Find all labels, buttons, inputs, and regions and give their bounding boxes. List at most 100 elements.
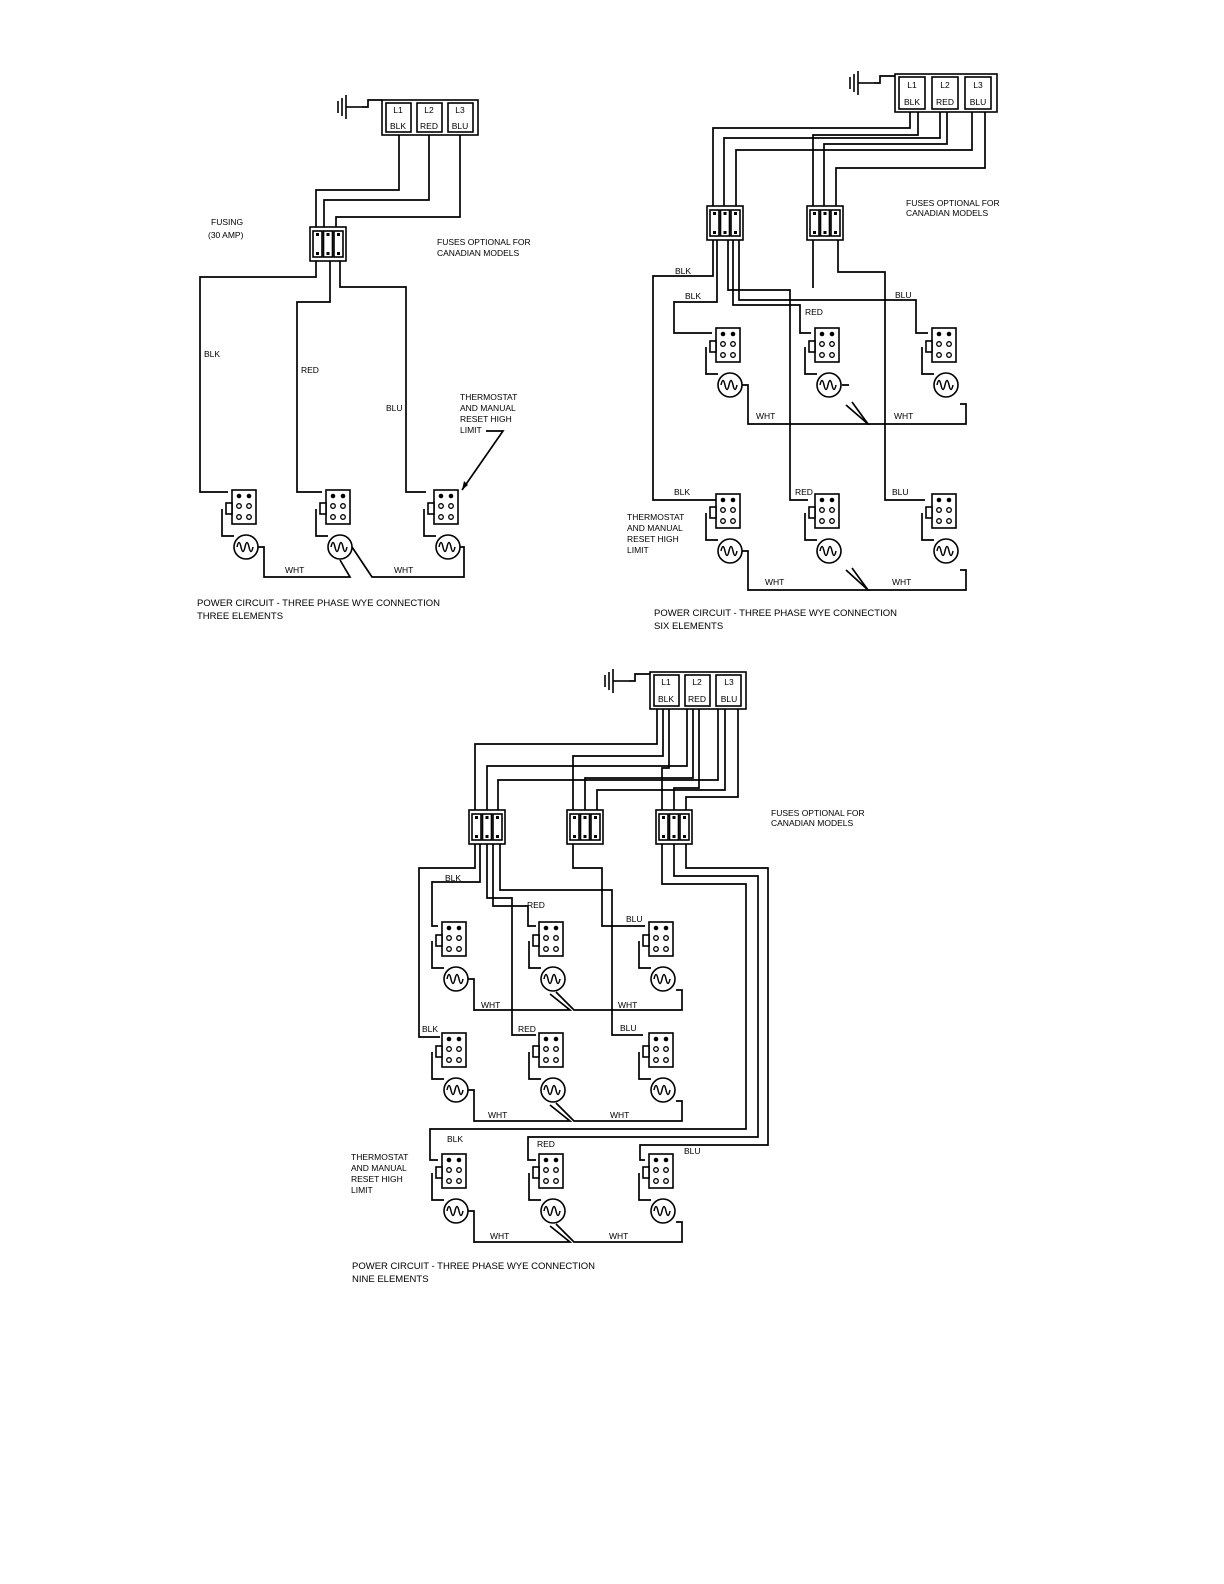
terminal-blk: BLK: [390, 121, 406, 131]
wire-label-blk: BLK: [422, 1024, 438, 1034]
wire-label-red: RED: [301, 365, 319, 375]
heater-unit: [638, 1032, 676, 1103]
ground-icon: [604, 668, 630, 694]
heater-unit: [528, 921, 566, 992]
heater-unit: [705, 327, 743, 398]
wire-label-wht: WHT: [488, 1110, 507, 1120]
fuse-block: [309, 226, 347, 262]
heater-unit: [528, 1153, 566, 1224]
wire-label-blk: BLK: [447, 1134, 463, 1144]
terminal-l2: L2: [940, 80, 950, 90]
caption: POWER CIRCUIT - THREE PHASE WYE CONNECTI…: [197, 598, 440, 609]
fuse-block: [655, 809, 693, 845]
heater-unit: [431, 1032, 469, 1103]
wire-label-wht: WHT: [892, 577, 911, 587]
wire-label-blu: BLU: [386, 403, 403, 413]
thermostat-note: RESET HIGH: [627, 534, 679, 544]
fusing-amp-label: (30 AMP): [208, 230, 244, 240]
wire-label-blk: BLK: [674, 487, 690, 497]
heater-unit: [221, 489, 259, 560]
fusing-label: FUSING: [211, 217, 243, 227]
wire-label-blu: BLU: [684, 1146, 701, 1156]
thermostat-note: LIMIT: [460, 425, 482, 435]
fuse-block: [706, 205, 744, 241]
heater-unit: [638, 921, 676, 992]
terminal-blk: BLK: [904, 97, 920, 107]
wire-label-wht: WHT: [765, 577, 784, 587]
thermostat-note: THERMOSTAT: [351, 1152, 408, 1162]
fuse-block: [806, 205, 844, 241]
terminal-l3: L3: [455, 105, 465, 115]
terminal-red: RED: [688, 694, 706, 704]
fuse-note: FUSES OPTIONAL FOR: [437, 237, 531, 247]
terminal-l2: L2: [424, 105, 434, 115]
caption: POWER CIRCUIT - THREE PHASE WYE CONNECTI…: [654, 608, 897, 619]
wire-label-wht: WHT: [610, 1110, 629, 1120]
thermostat-note: RESET HIGH: [460, 414, 512, 424]
caption-subtitle: NINE ELEMENTS: [352, 1274, 429, 1285]
heater-unit: [528, 1032, 566, 1103]
wire-label-red: RED: [518, 1024, 536, 1034]
terminal-blu: BLU: [970, 97, 987, 107]
terminal-red: RED: [420, 121, 438, 131]
fuse-note: FUSES OPTIONAL FOR: [906, 198, 1000, 208]
wire-label-wht: WHT: [481, 1000, 500, 1010]
ground-icon: [337, 94, 363, 120]
thermostat-note: LIMIT: [627, 545, 649, 555]
thermostat-note: THERMOSTAT: [627, 512, 684, 522]
wire-label-wht: WHT: [490, 1231, 509, 1241]
heater-unit: [638, 1153, 676, 1224]
fuse-block: [468, 809, 506, 845]
terminal-l1: L1: [393, 105, 403, 115]
heater-unit: [423, 489, 461, 560]
terminal-blu: BLU: [452, 121, 469, 131]
wire-label-blk: BLK: [685, 291, 701, 301]
terminal-block: L1 L2 L3 BLK RED BLU: [649, 671, 747, 710]
diagram-three-elements: L1 L2 L3 BLK RED BLU BLK RED BLU WHT WHT…: [197, 94, 531, 622]
fuse-note: CANADIAN MODELS: [906, 208, 989, 218]
diagram-six-elements: L1 L2 L3 BLK RED BLU BLK BLK RED: [627, 70, 1000, 632]
terminal-l3: L3: [973, 80, 983, 90]
caption-subtitle: THREE ELEMENTS: [197, 611, 283, 622]
wire-label-wht: WHT: [394, 565, 413, 575]
heater-unit: [315, 489, 353, 560]
terminal-red: RED: [936, 97, 954, 107]
thermostat-note: RESET HIGH: [351, 1174, 403, 1184]
heater-unit: [804, 493, 842, 564]
terminal-l3: L3: [724, 677, 734, 687]
wire-label-wht: WHT: [618, 1000, 637, 1010]
terminal-block: L1 L2 L3 BLK RED BLU: [894, 73, 998, 113]
wire-label-red: RED: [795, 487, 813, 497]
wire-label-blk: BLK: [204, 349, 220, 359]
wire-label-red: RED: [805, 307, 823, 317]
thermostat-note: THERMOSTAT: [460, 392, 517, 402]
wire-label-wht: WHT: [756, 411, 775, 421]
thermostat-note: LIMIT: [351, 1185, 373, 1195]
fuse-note: FUSES OPTIONAL FOR: [771, 808, 865, 818]
terminal-blk: BLK: [658, 694, 674, 704]
fuse-block: [566, 809, 604, 845]
wire-label-wht: WHT: [609, 1231, 628, 1241]
terminal-l2: L2: [692, 677, 702, 687]
thermostat-note: AND MANUAL: [460, 403, 516, 413]
wire-label-blu: BLU: [626, 914, 643, 924]
heater-unit: [431, 1153, 469, 1224]
wire-label-blu: BLU: [620, 1023, 637, 1033]
caption: POWER CIRCUIT - THREE PHASE WYE CONNECTI…: [352, 1261, 595, 1272]
terminal-l1: L1: [907, 80, 917, 90]
thermostat-note: AND MANUAL: [627, 523, 683, 533]
ground-icon: [849, 70, 875, 96]
heater-unit: [804, 327, 842, 398]
caption-subtitle: SIX ELEMENTS: [654, 621, 723, 632]
terminal-blu: BLU: [721, 694, 738, 704]
wire-label-wht: WHT: [285, 565, 304, 575]
wire-label-red: RED: [537, 1139, 555, 1149]
wire-label-blu: BLU: [892, 487, 909, 497]
wire-label-blk: BLK: [445, 873, 461, 883]
fuse-note: CANADIAN MODELS: [437, 248, 520, 258]
wire-label-wht: WHT: [894, 411, 913, 421]
terminal-l1: L1: [661, 677, 671, 687]
thermostat-note: AND MANUAL: [351, 1163, 407, 1173]
heater-unit: [921, 327, 959, 398]
